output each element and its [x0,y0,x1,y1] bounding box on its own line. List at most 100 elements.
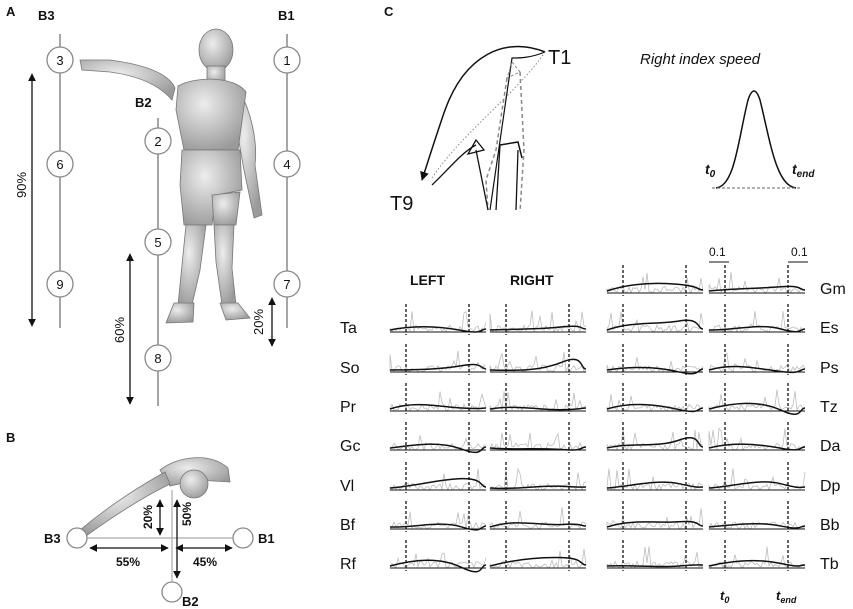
emg-cell [489,501,587,532]
emg-envelope [708,365,806,374]
emg-cell [708,462,806,493]
emg-raw-trace [708,520,805,530]
emg-cell [389,383,487,414]
target-7: 7 [283,277,290,292]
panel-a: A B3 B2 B1 3 6 9 [6,4,301,406]
emg-envelope [606,520,704,528]
emg-envelope [389,559,487,573]
emg-cell [708,304,806,335]
emg-cell [389,304,487,335]
panel-b-letter: B [6,430,15,445]
muscle-dp: Dp [820,478,841,495]
scale-label-left: 0.1 [709,245,726,259]
bar-label-b2: B2 [135,95,152,110]
emg-raw-trace [389,468,487,492]
emg-envelope [489,406,587,411]
emg-cell [489,422,587,453]
emg-raw-trace [489,432,587,451]
emg-envelope [708,443,806,451]
emg-cell [389,344,487,375]
emg-raw-trace [708,427,806,452]
emg-raw-trace [389,350,487,373]
emg-envelope [489,556,587,567]
emg-envelope [389,403,487,410]
panel-a-letter: A [6,4,16,19]
target-circle-b1 [232,527,254,549]
emg-envelope [489,522,587,528]
emg-raw-trace [389,435,487,452]
emg-envelope [606,403,704,413]
b-label-b2: B2 [182,594,199,609]
emg-cell [606,422,704,453]
muscle-ps: Ps [820,360,839,377]
target-6: 6 [56,157,63,172]
emg-raw-trace [606,508,704,530]
emg-envelope [389,477,487,489]
muscle-es: Es [820,320,839,337]
emg-envelope [708,481,806,489]
emg-cell [708,501,806,532]
emg-envelope [489,325,587,331]
target-3: 3 [56,53,63,68]
emg-raw-trace [708,389,806,412]
label-20: 20% [251,309,266,335]
emg-cell [606,540,704,571]
target-1: 1 [283,53,290,68]
emg-cell [606,344,704,375]
emg-raw-trace [489,391,587,412]
muscle-vl: Vl [340,478,354,495]
emg-raw-trace [606,394,704,412]
b-label-45: 45% [193,555,217,569]
emg-envelope [606,564,704,568]
emg-raw-trace [606,311,704,334]
emg-raw-trace [708,352,806,373]
emg-raw-trace [489,351,587,374]
emg-envelope [389,443,487,454]
panel-c: C T1 T9 Right index speed t0 tend 0.1 0.… [340,4,846,605]
emg-cell [606,501,704,532]
emg-cell [489,383,587,414]
panel-b: B B3 B1 B2 20% 50% 55% 45% [6,430,275,609]
emg-envelope [606,282,704,292]
speed-curve [715,90,797,189]
muscle-bb: Bb [820,517,840,534]
emg-envelope [708,523,806,529]
emg-envelope [606,437,704,449]
emg-cell [606,265,704,296]
t1-label: T1 [548,47,571,69]
target-8: 8 [154,351,161,366]
b-label-b3: B3 [44,531,61,546]
emg-cell [606,383,704,414]
targets-b1: 1 4 7 [273,46,301,298]
emg-envelope [389,523,487,531]
emg-envelope [708,402,806,415]
bar-label-b3: B3 [38,8,55,23]
header-left: LEFT [410,272,445,288]
emg-raw-trace [708,546,806,569]
target-5: 5 [154,235,161,250]
trajectory-diagram [420,45,546,213]
label-90: 90% [14,172,29,198]
target-circle-b2 [161,581,183,603]
emg-envelope [708,325,806,333]
muscle-bf: Bf [340,517,356,534]
emg-envelope [489,446,587,451]
emg-envelope [389,326,487,333]
target-2: 2 [154,134,161,149]
target-9: 9 [56,277,63,292]
speed-t0: t0 [705,161,716,180]
muscle-ta: Ta [340,320,357,337]
emg-cell [389,422,487,454]
human-figure [79,28,263,324]
emg-cell [606,462,704,493]
muscle-gc: Gc [340,438,360,455]
emg-envelope [489,485,587,490]
emg-cell [389,462,487,493]
emg-cell [389,501,487,532]
emg-envelope [606,481,704,489]
b-label-20: 20% [141,505,155,529]
emg-raw-trace [389,310,487,334]
speed-title: Right index speed [640,51,761,68]
